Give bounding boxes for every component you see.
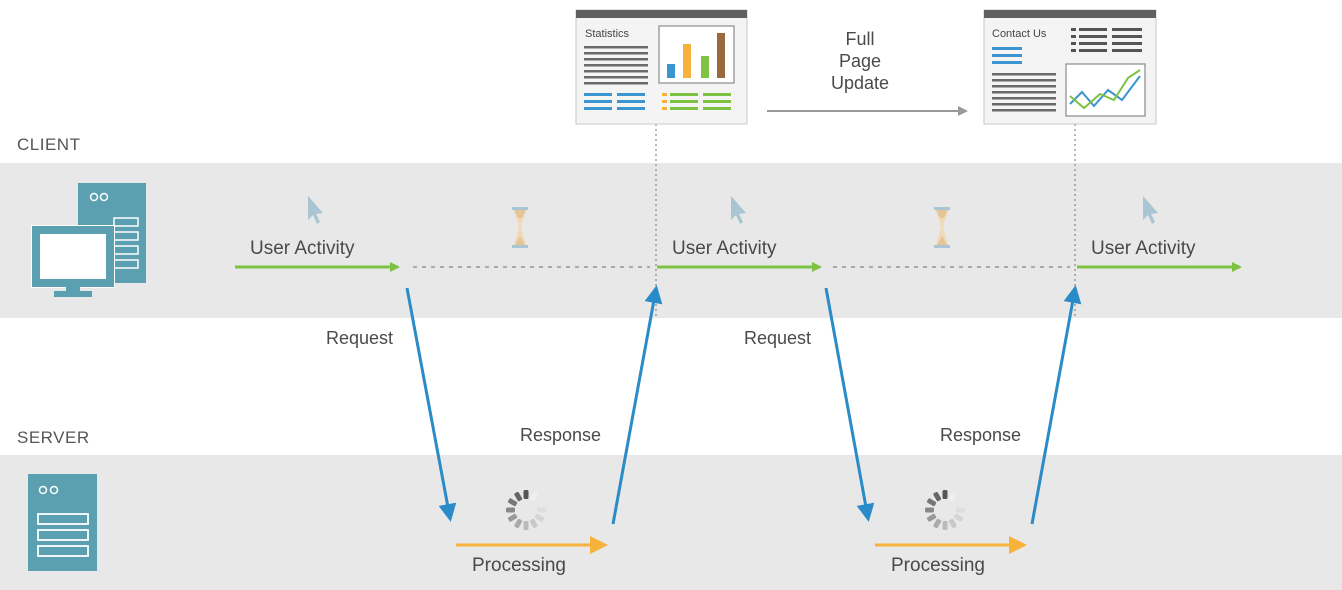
contact-page-title: Contact Us bbox=[992, 28, 1047, 40]
request-label: Request bbox=[744, 328, 812, 348]
server-icon bbox=[28, 474, 97, 571]
user-activity-label: User Activity bbox=[1091, 238, 1196, 259]
spinner-icon bbox=[506, 490, 546, 530]
processing-label: Processing bbox=[472, 555, 566, 576]
statistics-page-title: Statistics bbox=[585, 28, 630, 40]
user-activity-label: User Activity bbox=[672, 238, 777, 259]
hourglass-icon bbox=[512, 207, 528, 248]
spinner-icon bbox=[925, 490, 965, 530]
request-arrow bbox=[405, 287, 457, 522]
contact-page-thumbnail: Contact Us bbox=[983, 9, 1157, 125]
request-arrow bbox=[824, 287, 875, 522]
response-arrow bbox=[1030, 285, 1082, 525]
client-section-label: CLIENT bbox=[17, 135, 81, 154]
client-band bbox=[0, 163, 1342, 318]
server-band bbox=[0, 455, 1342, 590]
response-label: Response bbox=[520, 425, 602, 445]
full-page-update-label: Full Page Update bbox=[830, 29, 890, 93]
request-label: Request bbox=[326, 328, 394, 348]
processing-label: Processing bbox=[891, 555, 985, 576]
cursor-icon bbox=[308, 196, 323, 224]
client-computer-icon bbox=[31, 183, 146, 297]
hourglass-icon bbox=[934, 207, 950, 248]
statistics-page-thumbnail: Statistics bbox=[575, 9, 748, 125]
server-section-label: SERVER bbox=[17, 428, 90, 447]
cursor-icon bbox=[731, 196, 746, 224]
cursor-icon bbox=[1143, 196, 1158, 224]
user-activity-label: User Activity bbox=[250, 238, 355, 259]
response-arrow bbox=[611, 285, 663, 525]
response-label: Response bbox=[940, 425, 1022, 445]
